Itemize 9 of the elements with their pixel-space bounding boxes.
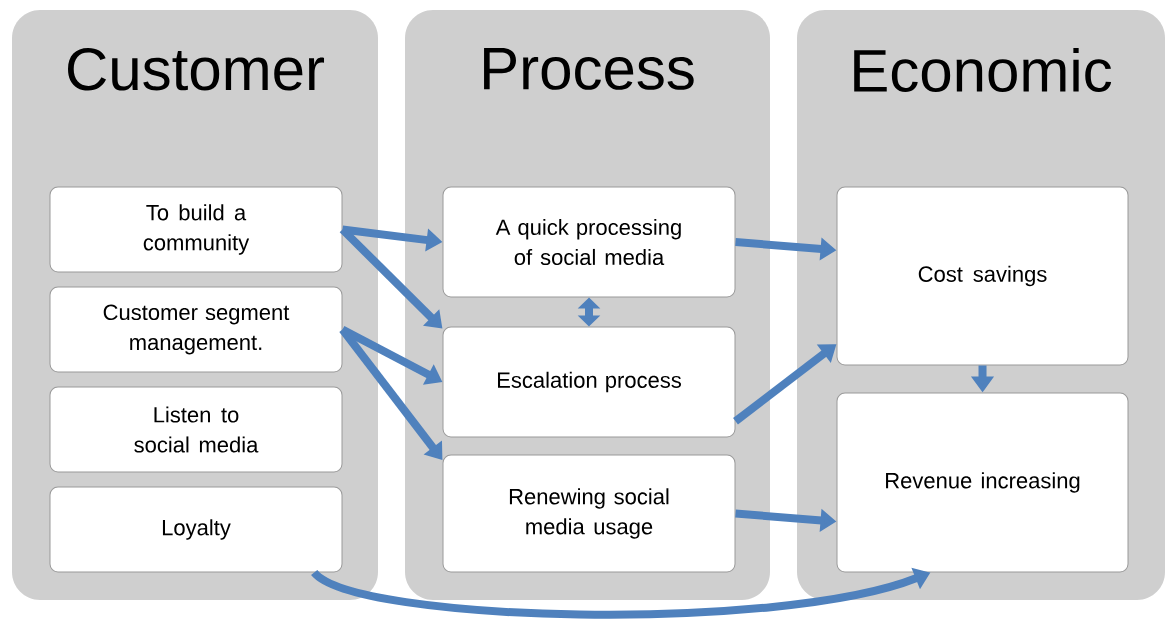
text-box: Revenue increasing: [836, 392, 1129, 573]
text-box: A quick processing of social media: [442, 186, 736, 298]
text-box: Loyalty: [49, 486, 343, 573]
text-box: Renewing social media usage: [442, 454, 736, 573]
text-box: Listen to social media: [49, 386, 343, 473]
text-box: Escalation process: [442, 326, 736, 438]
text-box: Customer segment management.: [49, 286, 343, 373]
text-box: To build a community: [49, 186, 343, 273]
text-box: Cost savings: [836, 186, 1129, 366]
